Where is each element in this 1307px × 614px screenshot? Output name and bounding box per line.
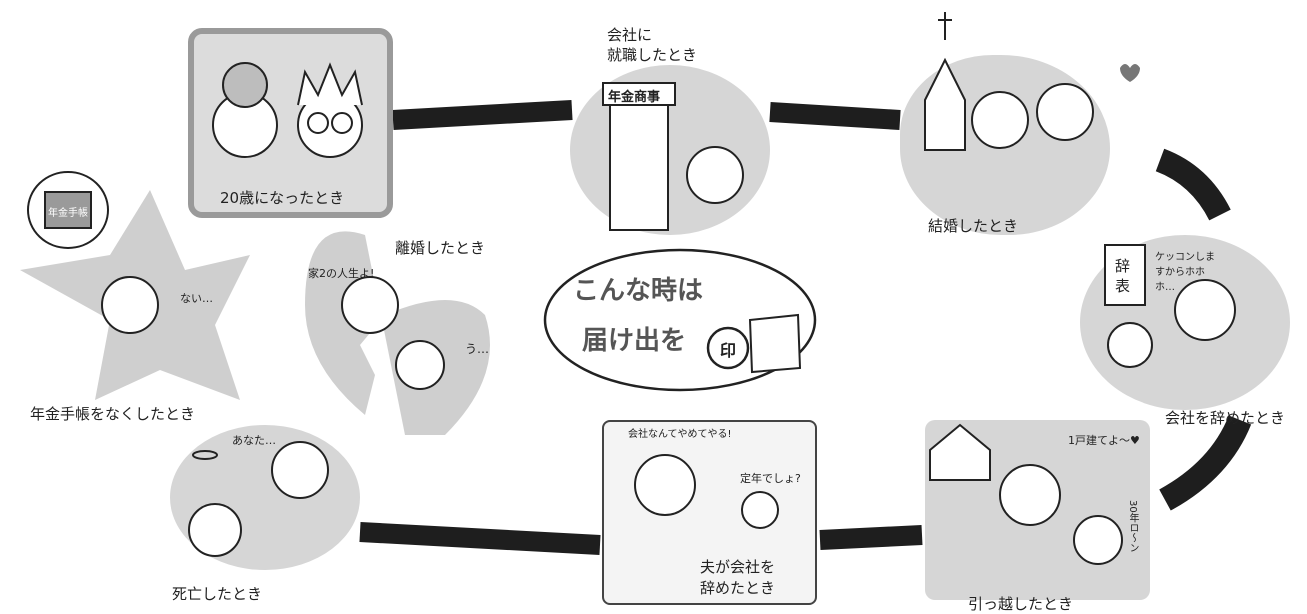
anata-speech: あなた… — [232, 434, 276, 447]
pension-book-icon — [44, 191, 92, 229]
label-employed-line1: 会社に — [607, 26, 653, 44]
label-quit-job: 会社を辞めたとき — [1165, 409, 1286, 427]
label-employed-line2: 就職したとき — [607, 46, 698, 64]
glasses-left-icon — [307, 112, 329, 134]
label-divorced: 離婚したとき — [395, 239, 486, 257]
label-lost-book: 年金手帳をなくしたとき — [30, 405, 196, 423]
halo-icon — [192, 450, 218, 460]
document-icon — [748, 313, 802, 374]
loan-text: 30年ロ〜ン — [1127, 500, 1138, 553]
cross-icon — [938, 12, 952, 40]
arrow-husband-to-death — [359, 522, 601, 555]
wife-face — [999, 464, 1061, 526]
label-husband-quit-line1: 夫が会社を — [700, 558, 776, 576]
scene-husband-quit — [602, 420, 817, 605]
husband-face — [1073, 515, 1123, 565]
teinen-speech: 定年でしょ? — [740, 472, 801, 485]
groom-face — [1036, 83, 1094, 141]
arrow-quit-to-moved — [1159, 415, 1252, 511]
center-title-line1: こんな時は — [573, 276, 704, 306]
arrow-moved-to-husband — [819, 525, 923, 550]
office-lady-face — [1174, 279, 1236, 341]
arrow-age20-to-employed — [392, 100, 573, 130]
stamp-text: 印 — [720, 341, 737, 360]
heart-icon — [1120, 64, 1140, 82]
husband-speech: 会社なんてやめてやる! — [628, 429, 732, 440]
label-age20: 20歳になったとき — [220, 189, 345, 207]
woman-hair — [222, 62, 268, 108]
resign-doc-line2: 表 — [1115, 277, 1131, 295]
label-death: 死亡したとき — [172, 585, 263, 603]
arrow-employed-to-married — [769, 102, 901, 130]
house-icon — [929, 423, 991, 481]
label-husband-quit-line2: 辞めたとき — [700, 579, 776, 597]
man-spiky-hair — [297, 62, 363, 106]
pension-book-text: 年金手帳 — [48, 208, 88, 219]
divorce-woman-face — [341, 276, 399, 334]
office-building — [609, 99, 669, 231]
arrow-married-to-quit — [1155, 148, 1231, 221]
salaryman-face — [686, 146, 744, 204]
angry-husband-face — [634, 454, 696, 516]
church-icon — [924, 57, 966, 151]
label-married: 結婚したとき — [928, 217, 1019, 235]
searching-woman-face — [101, 276, 159, 334]
sleeping-man-face — [188, 503, 242, 557]
boss-face — [1107, 322, 1153, 368]
glasses-right-icon — [331, 112, 353, 134]
crying-wife-face — [271, 441, 329, 499]
nai-speech: ない… — [180, 292, 213, 305]
resignation-letter — [1104, 244, 1146, 306]
bride-face — [971, 91, 1029, 149]
office-sign — [602, 82, 676, 106]
label-moved: 引っ越したとき — [968, 595, 1074, 613]
divorce-woman-speech: 家2の人生よ! — [308, 267, 375, 280]
boss-glasses-face — [741, 491, 779, 529]
resign-speech: ケッコンしますからホホホ… — [1155, 252, 1215, 293]
office-sign-text: 年金商事 — [608, 90, 661, 105]
resign-doc-line1: 辞 — [1115, 257, 1131, 275]
broken-heart-shape — [305, 231, 490, 435]
center-title-line2: 届け出を — [582, 326, 687, 356]
stamp-icon — [706, 326, 750, 370]
house-speech: 1戸建てよ〜♥ — [1068, 434, 1140, 447]
divorce-man-speech: う… — [465, 342, 490, 356]
divorce-man-face — [395, 340, 445, 390]
